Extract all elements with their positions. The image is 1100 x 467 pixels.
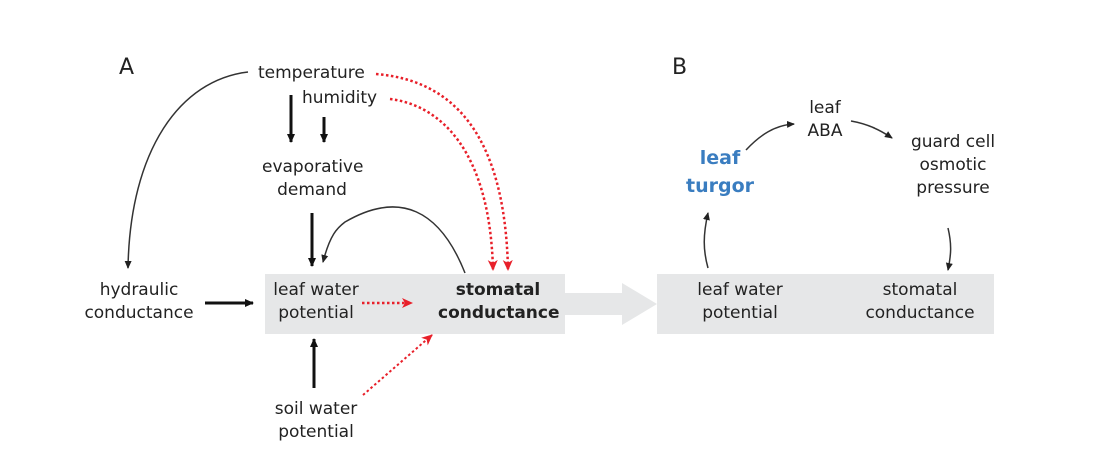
arrow-leaf-water-potential-to-leaf-turgor xyxy=(703,212,710,269)
red-arrow-temperature-to-stomatal-conductance xyxy=(375,72,513,271)
arrow-stomatal-conductance-to-leaf-water-potential xyxy=(321,206,466,274)
panel-b-central-box xyxy=(657,274,994,334)
node-soil-water-potential: soil water potential xyxy=(274,399,358,442)
node-guard-cell-osmotic-pressure: guard cell osmotic pressure xyxy=(910,132,996,198)
node-evaporative-demand: evaporative demand xyxy=(262,157,364,200)
arrow-leaf-turgor-to-leaf-aba xyxy=(745,120,795,151)
node-stomatal-conductance-a: stomatal conductance xyxy=(438,280,560,323)
node-leaf-aba: leaf ABA xyxy=(807,98,843,141)
arrow-guard-cell-to-stomatal-conductance xyxy=(945,227,953,271)
node-temperature: temperature xyxy=(258,63,365,83)
node-leaf-water-potential-a: leaf water potential xyxy=(273,280,359,323)
red-arrow-humidity-to-stomatal-conductance xyxy=(389,97,498,271)
connector-arrow-a-to-b xyxy=(565,283,657,325)
node-leaf-water-potential-b: leaf water potential xyxy=(697,280,783,323)
panel-a-label: A xyxy=(119,55,135,80)
red-arrow-soil-water-potential-to-stomatal-conductance xyxy=(362,334,433,396)
panel-b-label: B xyxy=(672,55,688,80)
node-humidity: humidity xyxy=(302,88,378,108)
arrow-leaf-aba-to-guard-cell xyxy=(850,120,893,139)
panel-a-central-box xyxy=(265,274,565,334)
node-hydraulic-conductance: hydraulic conductance xyxy=(84,280,194,323)
node-leaf-turgor: leaf turgor xyxy=(685,147,754,197)
arrow-temperature-to-hydraulic-conductance xyxy=(124,71,249,269)
node-stomatal-conductance-b: stomatal conductance xyxy=(865,280,975,323)
